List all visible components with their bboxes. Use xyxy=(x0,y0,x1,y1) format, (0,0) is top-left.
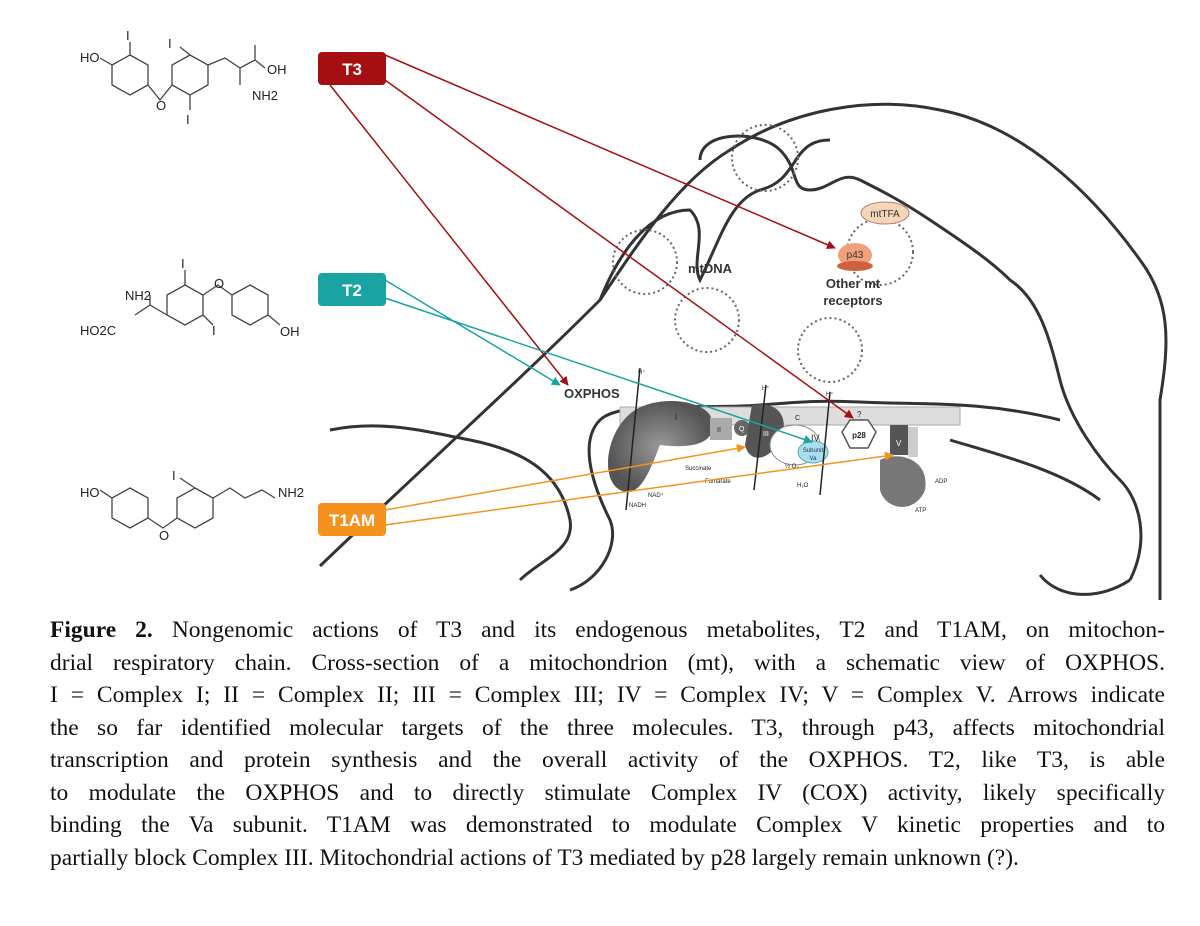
oxphos-label: OXPHOS xyxy=(564,386,620,401)
complex-iv-label: IV xyxy=(811,433,820,443)
caption-line: partially block Complex III. Mitochondri… xyxy=(50,844,1019,871)
svg-text:I: I xyxy=(212,323,216,338)
complex-v-label: V xyxy=(896,439,902,448)
nadh-label: NADH xyxy=(629,503,646,509)
hplus-label: H⁺ xyxy=(762,385,770,392)
mtdna-label: mtDNA xyxy=(688,261,733,276)
t3-label: T3 xyxy=(342,60,362,79)
caption-line: drial respiratory chain. Cross-section o… xyxy=(50,649,1165,676)
t1am-label: T1AM xyxy=(329,511,375,530)
p43-label: p43 xyxy=(847,250,864,261)
oxphos-chain xyxy=(608,367,961,511)
hplus-label: H⁺ xyxy=(638,369,646,376)
hplus-label: H⁺ xyxy=(826,391,834,398)
t1am-structure xyxy=(99,477,276,529)
q-label: Q xyxy=(739,426,745,433)
svg-text:OH: OH xyxy=(280,324,300,339)
svg-text:I: I xyxy=(168,36,172,51)
h2o-label: H₂O xyxy=(797,483,809,489)
mtdna-circle xyxy=(612,229,678,295)
other-receptors-label: Other mt xyxy=(826,276,881,291)
mtdna-circle xyxy=(731,124,799,192)
caption-line: Figure 2. Nongenomic actions of T3 and i… xyxy=(50,614,1165,647)
mttfa-label: mtTFA xyxy=(870,209,900,220)
svg-text:I: I xyxy=(186,112,190,127)
mitochondrion-outline xyxy=(318,102,1168,600)
t2-structure-labels: NH2 HO2C I I O OH xyxy=(80,256,300,339)
subunit-label: Subunit xyxy=(803,448,824,454)
question-label: ? xyxy=(857,410,862,419)
succinate-label: Succinate xyxy=(685,466,712,472)
t1am-structure-labels: HO I O NH2 xyxy=(80,468,304,543)
caption-line: to modulate the OXPHOS and to directly s… xyxy=(50,779,1165,806)
svg-text:I: I xyxy=(181,256,185,271)
caption-line: I = Complex I; II = Complex II; III = Co… xyxy=(50,682,1165,708)
nad-label: NAD⁺ xyxy=(648,492,664,499)
p28-label: p28 xyxy=(852,431,866,440)
atp-label: ATP xyxy=(915,508,926,514)
fumarate-label: Fumarate xyxy=(705,479,731,485)
t3-structure-labels: HO I I I O OH NH2 xyxy=(80,28,287,127)
svg-text:O: O xyxy=(159,528,169,543)
t1am-badge: T1AM xyxy=(318,503,386,536)
p43-oval xyxy=(838,243,872,267)
svg-text:NH2: NH2 xyxy=(278,485,304,500)
other-receptors-label: receptors xyxy=(823,293,882,308)
figure-diagram: mtDNA mtTFA p43 Other mt receptors OXPHO… xyxy=(80,28,1168,600)
c-label: C xyxy=(795,415,800,422)
t3-arrows xyxy=(329,54,854,419)
caption-line: binding the Va subunit. T1AM was demonst… xyxy=(50,812,1165,838)
t3-badge: T3 xyxy=(318,52,386,85)
subunit-label: Va xyxy=(810,456,818,462)
mttfa-oval xyxy=(860,201,910,225)
t1am-arrows xyxy=(384,443,894,526)
svg-text:O: O xyxy=(214,276,224,291)
caption-line: transcription and protein synthesis and … xyxy=(50,747,1165,773)
svg-text:OH: OH xyxy=(267,62,287,77)
complex-ii-label: II xyxy=(717,427,721,434)
complex-iii-label: III xyxy=(763,431,769,438)
svg-text:I: I xyxy=(172,468,176,483)
figure-label: Figure 2. xyxy=(50,617,153,643)
svg-text:NH2: NH2 xyxy=(252,88,278,103)
t2-label: T2 xyxy=(342,281,362,300)
caption-line: the so far identified molecular targets … xyxy=(50,714,1165,741)
t2-structure xyxy=(134,270,281,326)
mtdna-circle xyxy=(797,317,863,383)
svg-text:I: I xyxy=(126,28,130,43)
svg-text:O: O xyxy=(156,98,166,113)
svg-text:HO: HO xyxy=(80,485,100,500)
svg-text:HO: HO xyxy=(80,50,100,65)
complex-i-label: I xyxy=(675,413,677,422)
inner-membrane xyxy=(569,134,1143,596)
mtdna-circle xyxy=(674,287,740,353)
t2-badge: T2 xyxy=(318,273,386,306)
o2-label: ½ O₂ xyxy=(785,463,799,470)
svg-text:NH2: NH2 xyxy=(125,288,151,303)
t3-structure xyxy=(99,42,266,110)
caption-text: Nongenomic actions of T3 and its endogen… xyxy=(152,617,1166,643)
t2-arrows xyxy=(384,279,813,444)
adp-label: ADP xyxy=(935,479,947,485)
svg-text:HO2C: HO2C xyxy=(80,323,116,338)
figure-caption: Figure 2. Nongenomic actions of T3 and i… xyxy=(50,614,1165,874)
